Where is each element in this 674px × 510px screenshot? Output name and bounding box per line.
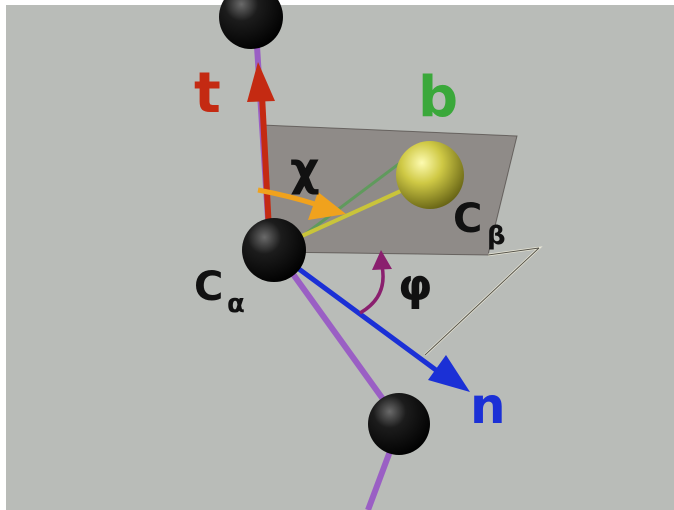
- projection-lines: [424, 246, 543, 356]
- chi-arrow: [257, 187, 346, 220]
- b-label: b: [418, 65, 458, 130]
- bottom-atom: [368, 393, 430, 455]
- backbone-bond-middle: [277, 254, 401, 422]
- phi-arrow-arrowhead: [372, 250, 392, 270]
- n-vector-arrowhead: [428, 355, 470, 392]
- c-beta-atom: [396, 141, 464, 209]
- top-atom: [219, 0, 283, 49]
- chi-arrow-shaft: [257, 187, 319, 208]
- phi-label: φ: [398, 260, 432, 311]
- t-label: t: [194, 61, 221, 126]
- c-alpha-label: C: [194, 264, 223, 310]
- n-vector: [282, 255, 470, 392]
- c-beta-label: C: [453, 196, 482, 242]
- c-beta-subscript: β: [487, 221, 506, 251]
- c-alpha-atom: [242, 218, 306, 282]
- viewport-background: [6, 5, 674, 510]
- n-label: n: [470, 377, 506, 435]
- projection-line-inner-2: [424, 247, 540, 356]
- phi-arrow: [359, 250, 392, 315]
- t-vector-arrowhead: [247, 62, 275, 102]
- chi-arrow-arrowhead: [308, 192, 346, 220]
- c-alpha-subscript: α: [227, 289, 245, 319]
- chi-label: χ: [290, 142, 320, 196]
- projection-line-inner: [487, 247, 540, 256]
- n-vector-shaft: [282, 255, 442, 376]
- phi-arrow-shaft: [359, 265, 385, 315]
